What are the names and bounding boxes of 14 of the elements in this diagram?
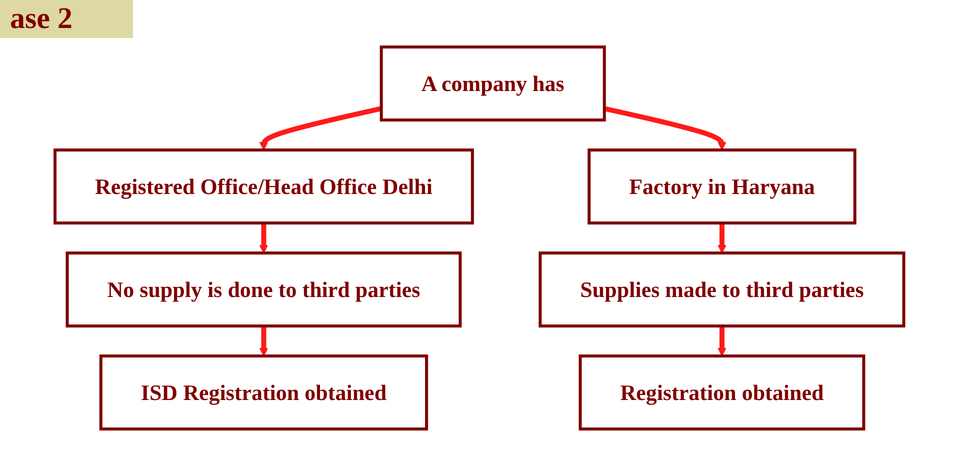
node-box: No supply is done to third parties bbox=[66, 251, 462, 327]
node-box: ISD Registration obtained bbox=[100, 354, 428, 430]
arrow bbox=[604, 106, 726, 150]
arrow bbox=[259, 222, 268, 253]
node-box: Registration obtained bbox=[578, 354, 866, 430]
node-box: Registered Office/Head Office Delhi bbox=[54, 148, 474, 224]
node-box: Supplies made to third parties bbox=[538, 251, 906, 327]
arrow bbox=[259, 106, 382, 150]
arrow bbox=[259, 326, 268, 356]
node-box: A company has bbox=[380, 45, 606, 121]
node-box: Factory in Haryana bbox=[588, 148, 856, 224]
arrow bbox=[718, 222, 726, 253]
title: ase 2 bbox=[0, 0, 132, 38]
arrow bbox=[718, 326, 726, 356]
